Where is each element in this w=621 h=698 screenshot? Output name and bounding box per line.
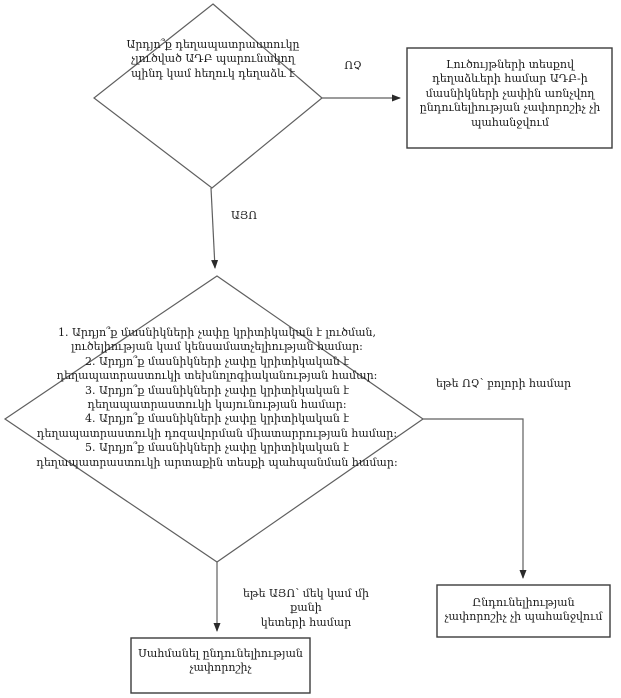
decision-diamond-1: [93, 3, 323, 189]
label-no: ՈՉ: [344, 59, 362, 72]
decision-2-item-1: 1. Արդյո՞ք մասնիկների չափը կրիտիկական է …: [57, 326, 377, 354]
arrow-yes: [210, 187, 219, 269]
decision-2-item-4: 4. Արդյո՞ք մասնիկների չափը կրիտիկական է …: [36, 412, 398, 440]
decision-2-item-3: 3. Արդյո՞ք մասնիկների չափը կրիտիկական է …: [85, 383, 349, 412]
arrow-if-no-elbow: [423, 418, 527, 579]
label-yes: ԱՅՈ: [231, 209, 258, 222]
outcome-box-no-criterion: [436, 584, 611, 638]
decision-1-text: Արդյո՞ք դեղապատրաստուկը չլուծված ԱԴԲ պար…: [126, 38, 300, 80]
decision-2-list: 1. Արդյո՞ք մասնիկների չափը կրիտիկական է …: [32, 326, 402, 470]
decision-2-item-2: 2. Արդյո՞ք մասնիկների չափը կրիտիկական է …: [56, 354, 378, 383]
outcome-box-solutions: [406, 47, 613, 149]
decision-2-item-5: 5. Արդյո՞ք մասնիկների չափը կրիտիկական է …: [36, 441, 398, 469]
label-if-yes-some: եթե ԱՅՈ՝ մեկ կամ մի քանի կետերի համար: [243, 587, 369, 629]
outcome-solutions-text: Լուծույթների տեսքով դեղաձևերի համար ԱԴԲ-…: [419, 58, 601, 129]
outcome-no-criterion-text: Ընդունելիության չափորոշիչ չի պահանջվում: [444, 596, 603, 624]
action-box-set-criterion: [130, 637, 311, 694]
action-set-criterion-text: Սահմանել ընդունելիության չափորոշիչ: [138, 647, 303, 675]
label-if-no-all: եթե ՈՉ՝ բոլորի համար: [436, 377, 572, 390]
